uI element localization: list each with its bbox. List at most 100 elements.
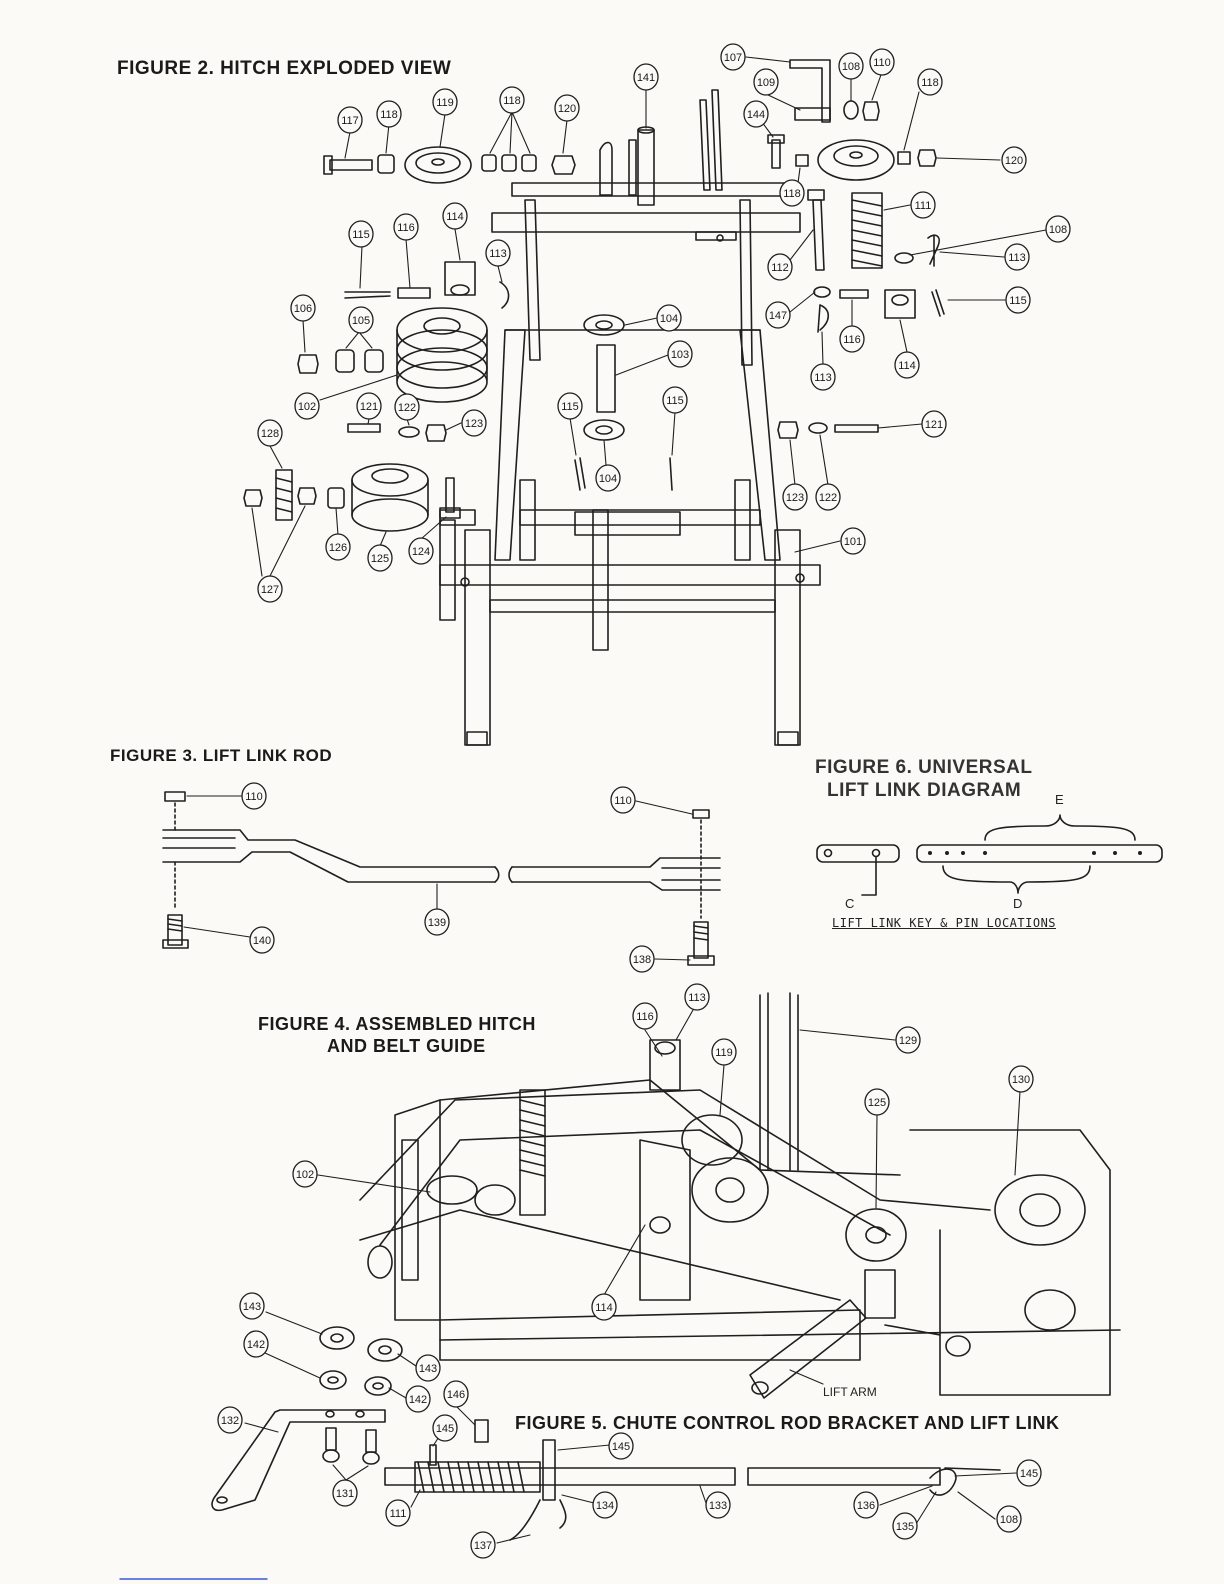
- callout-145: 145: [1016, 1459, 1042, 1487]
- callout-number: 119: [436, 97, 454, 109]
- callout-number: 118: [783, 188, 801, 200]
- callout-number: 126: [329, 542, 347, 554]
- callout-104: 104: [595, 464, 621, 492]
- callout-number: 119: [715, 1047, 733, 1059]
- callout-number: 102: [296, 1169, 314, 1181]
- lift-link-rod: [162, 791, 721, 966]
- callout-number: 115: [1009, 295, 1027, 307]
- figure-2-title: FIGURE 2. HITCH EXPLODED VIEW: [117, 58, 452, 79]
- callout-113: 113: [810, 363, 836, 391]
- callout-number: 145: [1020, 1468, 1038, 1480]
- callout-number: 143: [243, 1301, 261, 1313]
- callout-115: 115: [557, 392, 583, 420]
- callout-144: 144: [743, 100, 769, 128]
- callout-number: 115: [666, 395, 684, 407]
- figure-5-title: FIGURE 5. CHUTE CONTROL ROD BRACKET AND …: [515, 1413, 1060, 1433]
- callout-108: 108: [996, 1505, 1022, 1533]
- callout-number: 111: [915, 200, 932, 212]
- callout-number: 123: [786, 492, 804, 504]
- fig6-label-e: E: [1055, 792, 1064, 807]
- figure-4-title-line1: FIGURE 4. ASSEMBLED HITCH: [258, 1014, 536, 1034]
- callout-number: 125: [371, 553, 389, 565]
- callout-number: 142: [409, 1394, 427, 1406]
- figure-3-title: FIGURE 3. LIFT LINK ROD: [110, 746, 333, 765]
- callout-number: 114: [898, 360, 916, 372]
- figure-6-title-line2: LIFT LINK DIAGRAM: [827, 780, 1022, 801]
- callout-number: 116: [843, 334, 861, 346]
- callout-118: 118: [917, 68, 943, 96]
- callout-143: 143: [415, 1354, 441, 1382]
- callout-128: 128: [257, 419, 283, 447]
- callout-number: 130: [1012, 1074, 1030, 1086]
- callout-number: 145: [612, 1441, 630, 1453]
- callout-145: 145: [432, 1414, 458, 1442]
- callout-number: 103: [671, 349, 689, 361]
- callout-132: 132: [217, 1406, 243, 1434]
- callout-number: 124: [412, 546, 430, 558]
- callout-number: 123: [465, 418, 483, 430]
- callout-number: 127: [261, 584, 279, 596]
- callout-number: 133: [709, 1500, 727, 1512]
- callout-number: 143: [419, 1363, 437, 1375]
- callout-126: 126: [325, 533, 351, 561]
- fig6-caption: LIFT LINK KEY & PIN LOCATIONS: [832, 916, 1057, 930]
- callout-118: 118: [779, 179, 805, 207]
- callout-number: 121: [925, 419, 943, 431]
- callout-103: 103: [667, 340, 693, 368]
- callout-124: 124: [408, 537, 434, 565]
- callout-number: 125: [868, 1097, 886, 1109]
- callout-number: 111: [390, 1508, 407, 1520]
- callout-112: 112: [767, 253, 793, 281]
- callout-number: 113: [814, 372, 832, 384]
- callout-number: 145: [436, 1423, 454, 1435]
- callout-135: 135: [892, 1512, 918, 1540]
- callout-number: 146: [447, 1389, 465, 1401]
- callout-number: 106: [294, 303, 312, 315]
- callout-number: 116: [636, 1011, 654, 1023]
- callout-number: 114: [446, 211, 464, 223]
- callout-147: 147: [765, 301, 791, 329]
- chute-control-parts: [211, 1326, 1001, 1541]
- callout-number: 140: [253, 935, 271, 947]
- callout-113: 113: [1004, 243, 1030, 271]
- callout-115: 115: [662, 386, 688, 414]
- callout-number: 139: [428, 917, 446, 929]
- callout-139: 139: [424, 908, 450, 936]
- callout-102: 102: [294, 392, 320, 420]
- callout-133: 133: [705, 1491, 731, 1519]
- callout-113: 113: [684, 983, 710, 1011]
- callout-leaders: [183, 56, 1047, 1544]
- callout-number: 138: [633, 954, 651, 966]
- callout-123: 123: [461, 409, 487, 437]
- callout-number: 116: [397, 222, 415, 234]
- callout-102: 102: [292, 1160, 318, 1188]
- callout-number: 131: [336, 1488, 354, 1500]
- callout-number: 110: [245, 791, 263, 803]
- callout-number: 110: [614, 795, 632, 807]
- callout-116: 116: [839, 325, 865, 353]
- callout-117: 117: [337, 106, 363, 134]
- fig6-label-c: C: [845, 896, 855, 911]
- callout-number: 135: [896, 1521, 914, 1533]
- figure-4-title-line2: AND BELT GUIDE: [327, 1036, 486, 1056]
- callout-130: 130: [1008, 1065, 1034, 1093]
- callout-119: 119: [711, 1038, 737, 1066]
- callout-number: 115: [561, 401, 579, 413]
- callout-143: 143: [239, 1292, 265, 1320]
- callout-number: 104: [660, 313, 678, 325]
- callout-142: 142: [243, 1330, 269, 1358]
- callout-127: 127: [257, 575, 283, 603]
- callout-145: 145: [608, 1432, 634, 1460]
- callout-number: 105: [352, 315, 370, 327]
- callout-number: 120: [1005, 155, 1023, 167]
- callout-107: 107: [720, 43, 746, 71]
- callout-101: 101: [840, 527, 866, 555]
- fig2-parts: [243, 59, 945, 532]
- callout-136: 136: [853, 1491, 879, 1519]
- callout-number: 107: [724, 52, 742, 64]
- callout-number: 102: [298, 401, 316, 413]
- callout-number: 120: [558, 103, 576, 115]
- callout-138: 138: [629, 945, 655, 973]
